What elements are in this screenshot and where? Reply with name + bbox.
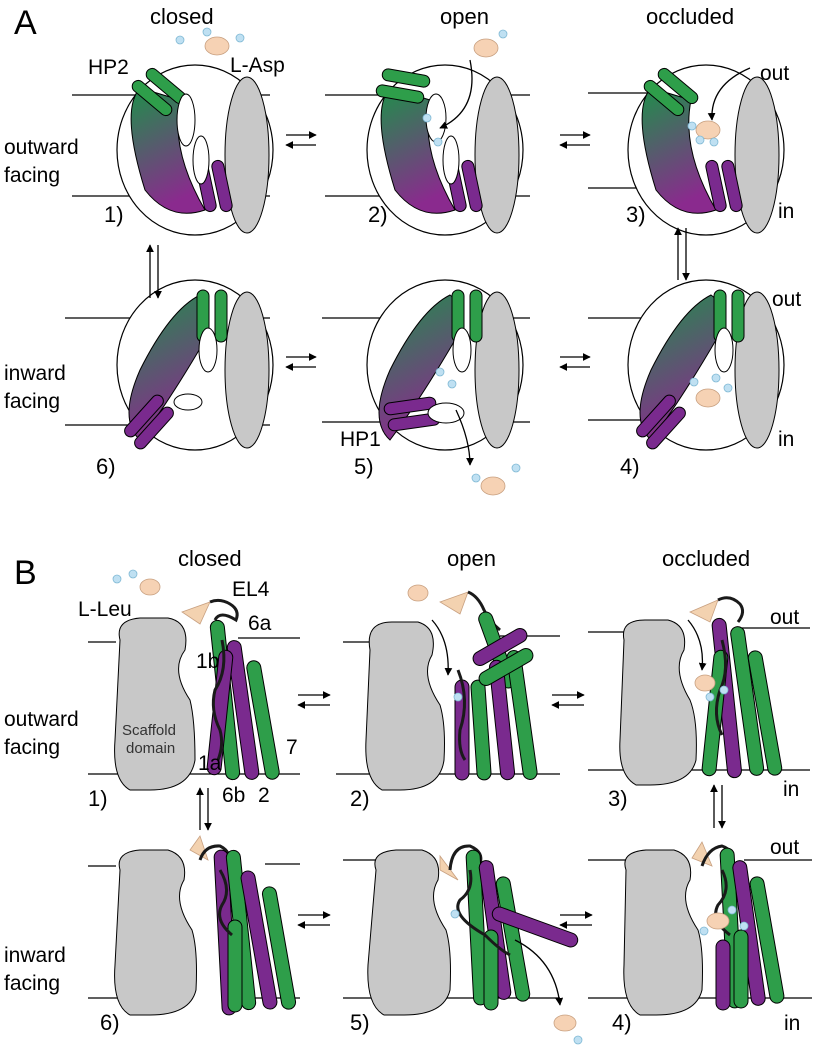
a-step-1: 1) xyxy=(104,202,124,227)
b-state-5: 5) xyxy=(350,844,583,1045)
b-step-1: 1) xyxy=(88,786,108,811)
panel-b: B closed open occluded xyxy=(4,546,812,1045)
b-label-in-top: in xyxy=(783,778,799,801)
b-step-6: 6) xyxy=(100,1010,120,1035)
a-step-5: 5) xyxy=(354,454,374,479)
a-row-inward-line2: facing xyxy=(4,390,60,413)
a-row-outward-line2: facing xyxy=(4,164,60,187)
b-label-1b: 1b xyxy=(196,650,219,673)
b-equilibrium-arrows xyxy=(196,691,726,929)
a-step-3: 3) xyxy=(626,202,646,227)
panel-b-state-closed: closed xyxy=(178,546,242,571)
b-state-2: 2) xyxy=(350,584,538,811)
b-row-inward-line1: inward xyxy=(4,944,66,967)
a-state-1: HP2 L-Asp 1) xyxy=(88,27,285,236)
b-label-scaffold-line1: Scaffold xyxy=(122,722,176,739)
b-label-2: 2 xyxy=(258,784,270,807)
a-row-outward-line1: outward xyxy=(4,136,79,159)
panel-b-state-occluded: occluded xyxy=(662,546,750,571)
a-state-3: out in 3) xyxy=(626,62,794,236)
a-row-inward-line1: inward xyxy=(4,362,66,385)
b-state-6: 6) xyxy=(100,835,297,1035)
b-step-5: 5) xyxy=(350,1010,370,1035)
a-step-6: 6) xyxy=(96,454,116,479)
b-label-out-top: out xyxy=(770,606,799,629)
b-state-4: out in 4) xyxy=(612,836,800,1035)
a-label-out-top: out xyxy=(760,62,789,85)
b-step-2: 2) xyxy=(350,786,370,811)
b-label-7: 7 xyxy=(286,736,298,759)
panel-a-letter: A xyxy=(14,4,37,42)
b-row-outward-line1: outward xyxy=(4,708,79,731)
b-label-6b: 6b xyxy=(222,784,245,807)
b-label-el4: EL4 xyxy=(232,578,270,601)
panel-a: A closed open occluded HP2 L-As xyxy=(4,4,801,496)
panel-a-state-closed: closed xyxy=(150,4,214,29)
b-state-1: L-Leu EL4 6a 1b Scaffold domain 1a 6b 2 … xyxy=(78,569,298,811)
b-label-out-bottom: out xyxy=(770,836,799,859)
a-label-in-bottom: in xyxy=(778,428,794,451)
a-label-hp2: HP2 xyxy=(88,56,129,79)
a-state-4: out in 4) xyxy=(620,279,801,479)
panel-a-state-occluded: occluded xyxy=(646,4,734,29)
a-label-in-top: in xyxy=(778,200,794,223)
panel-a-state-open: open xyxy=(440,4,489,29)
a-step-4: 4) xyxy=(620,454,640,479)
a-label-out-bottom: out xyxy=(772,288,801,311)
panel-b-state-open: open xyxy=(447,546,496,571)
a-state-6: 6) xyxy=(96,279,274,479)
b-label-scaffold-line2: domain xyxy=(126,740,175,757)
b-state-3: out in 3) xyxy=(608,596,799,811)
b-step-3: 3) xyxy=(608,786,628,811)
panel-b-letter: B xyxy=(14,554,37,592)
a-state-2: 2) xyxy=(366,29,524,236)
b-label-in-bottom: in xyxy=(784,1012,800,1035)
b-step-4: 4) xyxy=(612,1010,632,1035)
b-row-inward-line2: facing xyxy=(4,972,60,995)
a-label-hp1: HP1 xyxy=(340,428,381,451)
b-label-6a: 6a xyxy=(248,612,272,635)
a-label-lasp: L-Asp xyxy=(230,54,285,77)
b-label-1a: 1a xyxy=(198,752,222,775)
a-step-2: 2) xyxy=(368,202,388,227)
b-row-outward-line2: facing xyxy=(4,736,60,759)
b-label-lleu: L-Leu xyxy=(78,598,132,621)
a-equilibrium-arrows xyxy=(146,131,690,371)
a-state-5: HP1 5) xyxy=(340,279,524,496)
